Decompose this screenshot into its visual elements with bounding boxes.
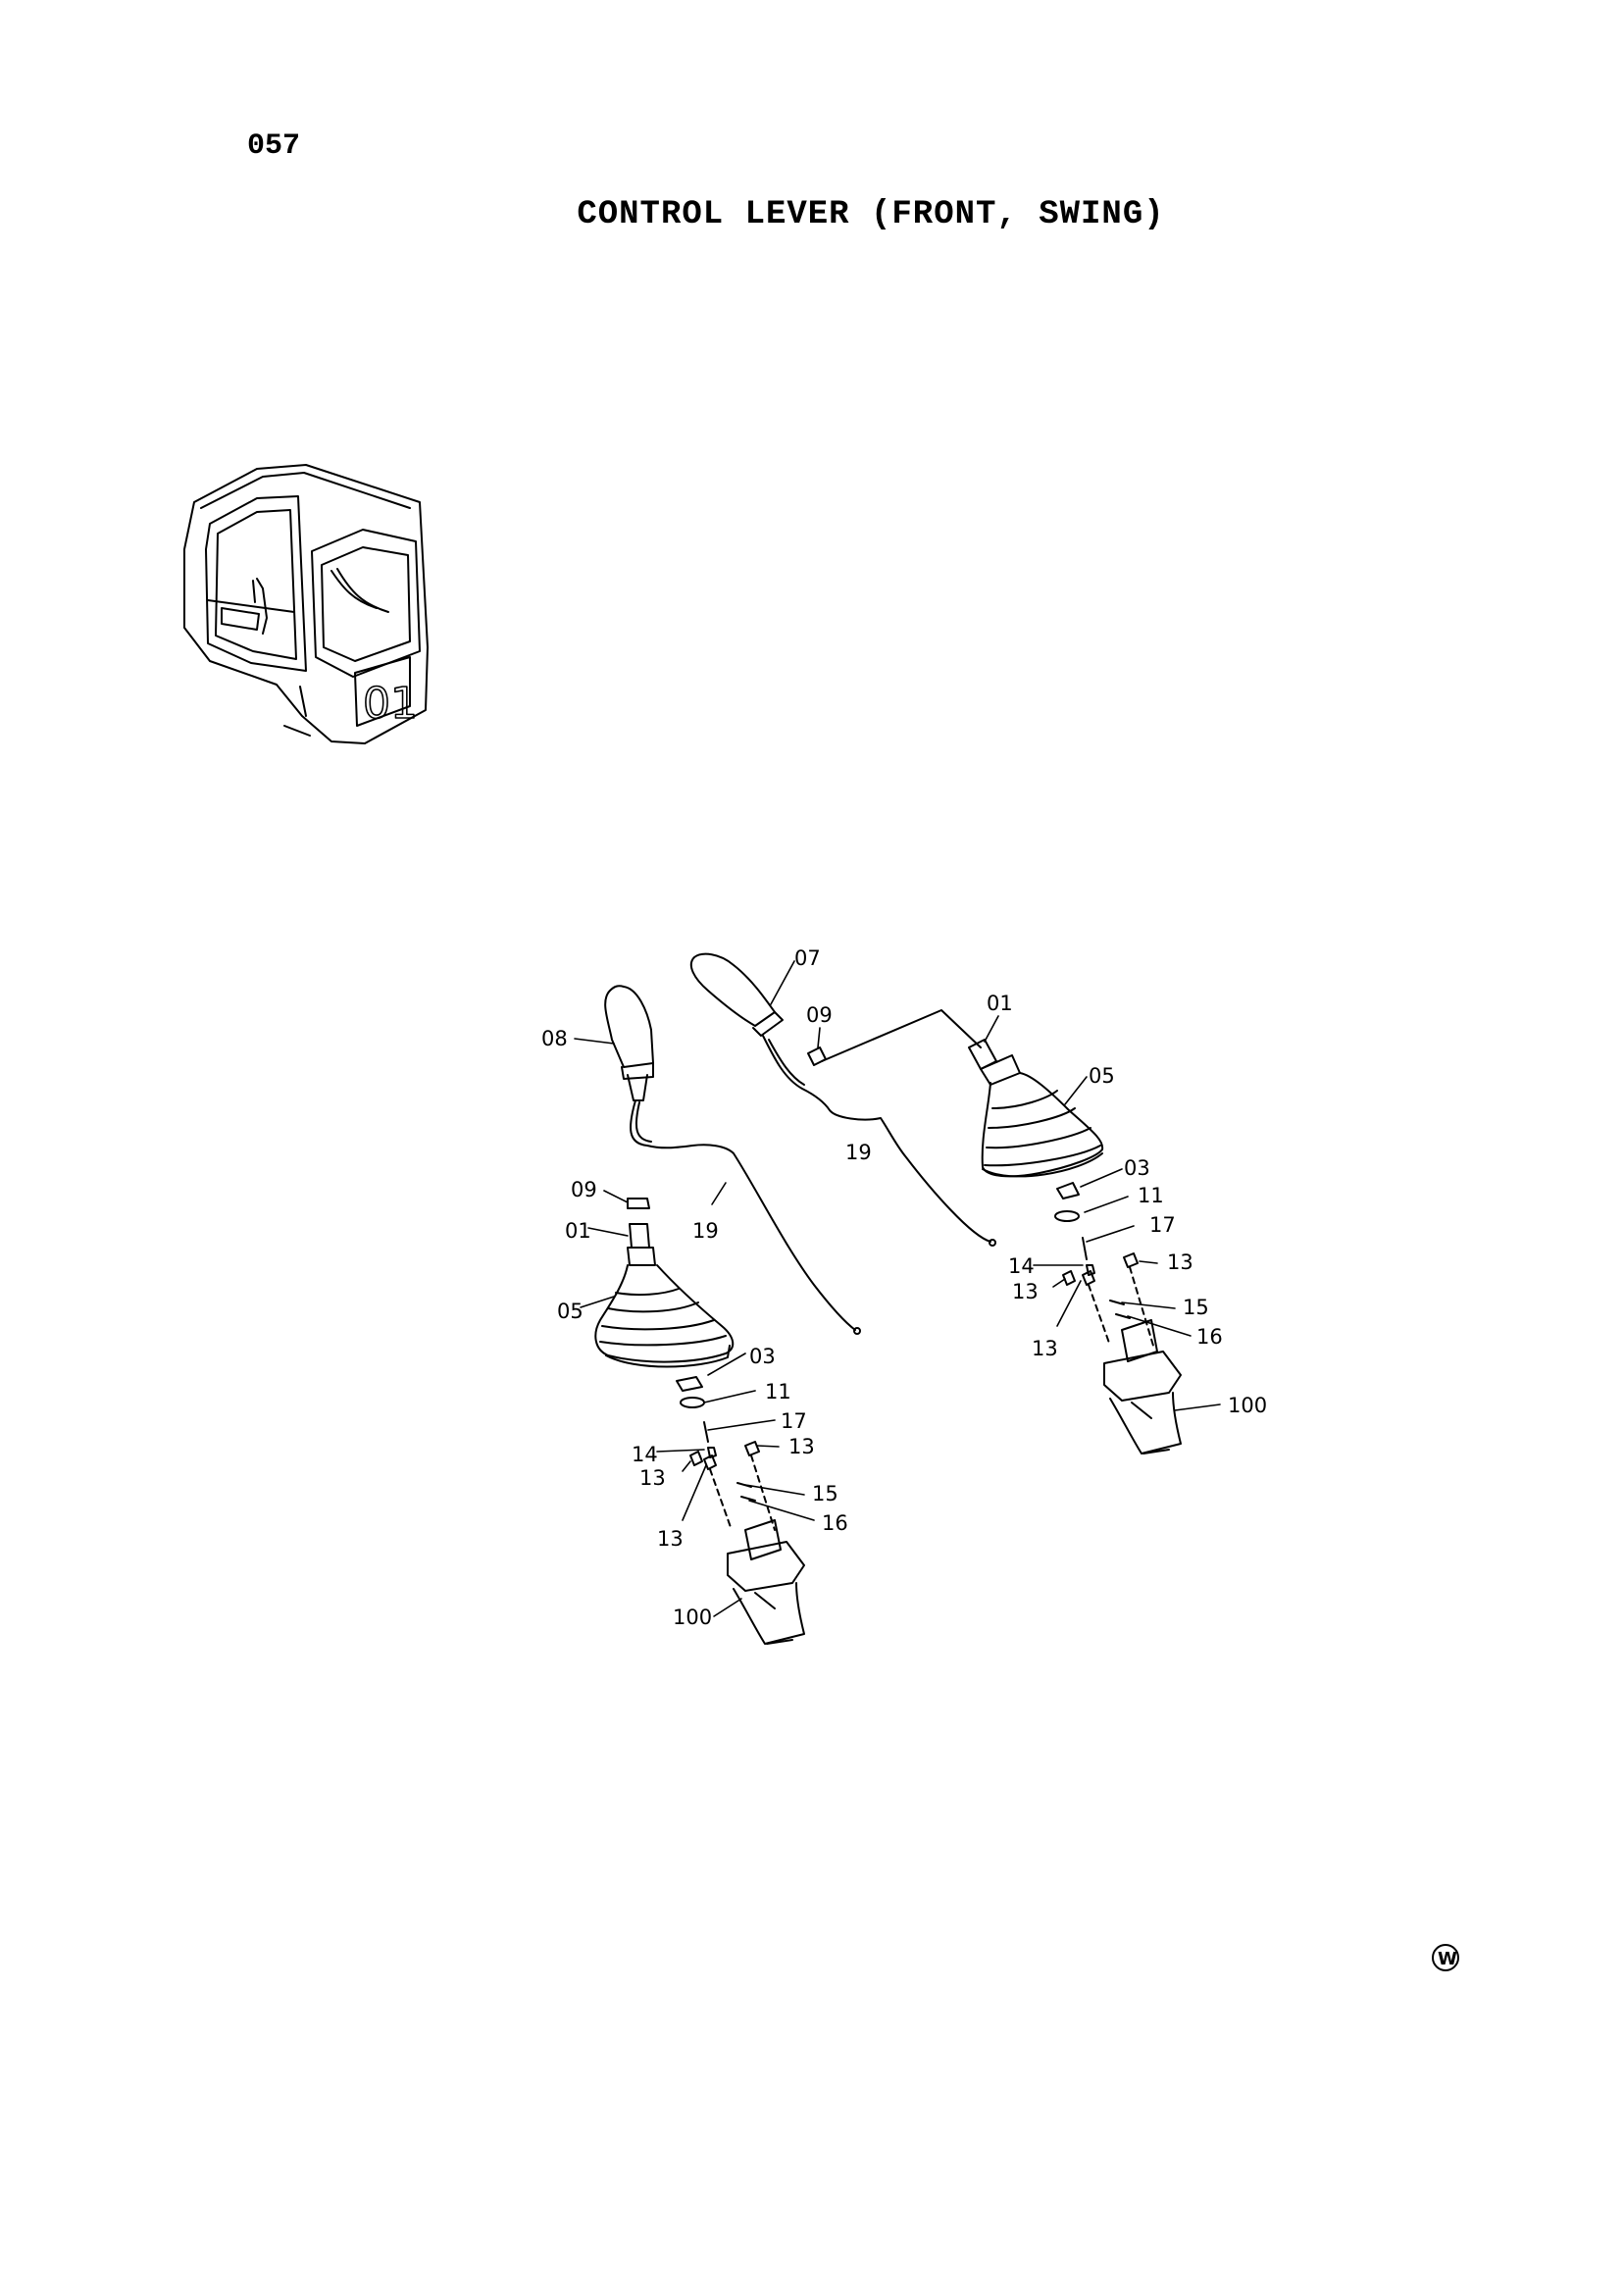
callout-right-09: 09 bbox=[806, 1003, 833, 1027]
left-leader-lines bbox=[574, 1038, 815, 1617]
callout-right-100: 100 bbox=[1228, 1394, 1267, 1417]
callout-right-13a: 13 bbox=[1167, 1250, 1193, 1274]
corner-mark-letter: W bbox=[1438, 1949, 1457, 1969]
right-pilot-valve-100 bbox=[1121, 1319, 1158, 1362]
callout-left-01: 01 bbox=[565, 1219, 591, 1243]
left-callout-labels: 08 09 01 19 05 03 11 17 14 13 13 13 15 1… bbox=[541, 1027, 848, 1629]
callout-left-05: 05 bbox=[557, 1300, 584, 1323]
callout-left-08: 08 bbox=[541, 1027, 568, 1050]
callout-left-14: 14 bbox=[632, 1443, 658, 1466]
left-grip-08 bbox=[604, 985, 654, 1068]
cab-locator-illustration: 01 bbox=[183, 464, 429, 744]
right-grip-07 bbox=[689, 952, 776, 1027]
callout-left-19: 19 bbox=[692, 1219, 719, 1243]
callout-right-03: 03 bbox=[1124, 1156, 1150, 1180]
callout-left-13a: 13 bbox=[788, 1435, 815, 1458]
callout-right-19: 19 bbox=[845, 1141, 872, 1164]
callout-left-11: 11 bbox=[765, 1380, 791, 1403]
callout-right-05: 05 bbox=[1089, 1064, 1115, 1088]
callout-left-03: 03 bbox=[749, 1345, 776, 1368]
page-number: 057 bbox=[247, 129, 301, 163]
callout-left-16: 16 bbox=[822, 1511, 848, 1535]
left-pilot-valve-100 bbox=[744, 1519, 782, 1560]
left-shaft-01 bbox=[629, 1223, 650, 1249]
callout-left-09: 09 bbox=[571, 1178, 597, 1201]
right-callout-labels: 07 09 01 05 19 03 11 17 14 13 13 13 15 1… bbox=[794, 946, 1267, 1417]
right-boot-05 bbox=[981, 1072, 1104, 1178]
callout-left-13c: 13 bbox=[657, 1527, 684, 1551]
callout-right-17: 17 bbox=[1149, 1213, 1176, 1237]
page-title: CONTROL LEVER (FRONT, SWING) bbox=[577, 196, 1165, 233]
left-cable-19 bbox=[630, 1099, 856, 1331]
callout-left-17: 17 bbox=[781, 1409, 807, 1433]
callout-right-01: 01 bbox=[987, 992, 1013, 1015]
callout-right-14: 14 bbox=[1008, 1254, 1035, 1278]
callout-left-100: 100 bbox=[673, 1606, 712, 1629]
left-control-lever-assembly bbox=[594, 985, 861, 1645]
callout-left-15: 15 bbox=[812, 1482, 838, 1505]
callout-right-16: 16 bbox=[1196, 1325, 1223, 1349]
left-boot-05 bbox=[594, 1264, 735, 1363]
callout-right-07: 07 bbox=[794, 946, 821, 970]
right-control-lever-assembly bbox=[689, 952, 1182, 1454]
callout-right-15: 15 bbox=[1183, 1296, 1209, 1319]
right-cable-19 bbox=[762, 1035, 991, 1243]
callout-right-13c: 13 bbox=[1032, 1337, 1058, 1360]
callout-right-13b: 13 bbox=[1012, 1280, 1039, 1303]
cab-section-code: 01 bbox=[363, 679, 418, 729]
right-leader-lines bbox=[770, 960, 1221, 1411]
callout-left-13b: 13 bbox=[639, 1466, 666, 1490]
callout-right-11: 11 bbox=[1138, 1184, 1164, 1207]
corner-mark: W bbox=[1432, 1944, 1459, 1971]
